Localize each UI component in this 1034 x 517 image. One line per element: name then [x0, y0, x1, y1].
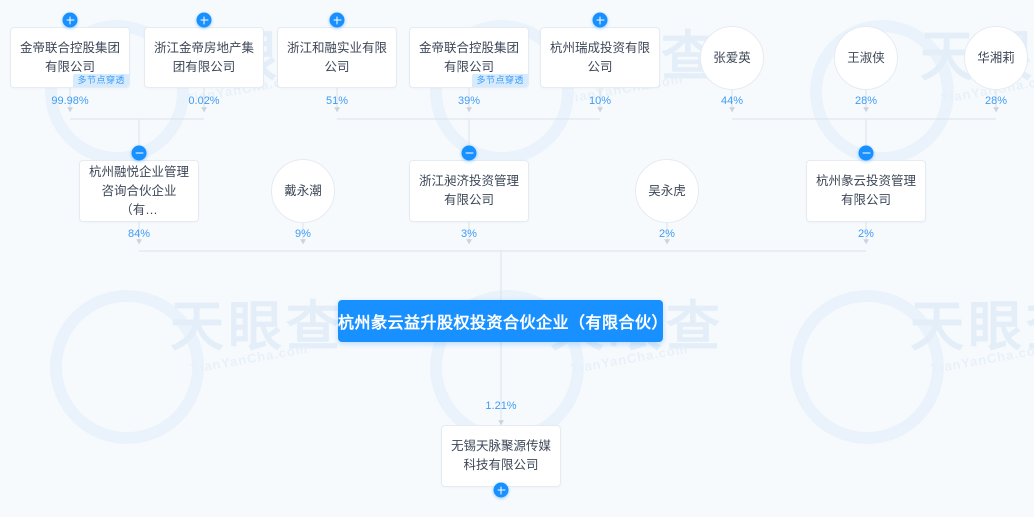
edge-percent-label: 44%: [720, 95, 744, 107]
node-center-company[interactable]: 杭州彖云益升股权投资合伙企业（有限合伙）: [338, 300, 669, 342]
node-company-card[interactable]: 浙江和融实业有限公司: [277, 27, 397, 88]
edge-percent-label: 28%: [854, 95, 878, 107]
node-label: 王淑侠: [847, 51, 885, 65]
expand-toggle-plus-icon[interactable]: [196, 12, 212, 28]
collapse-toggle-minus-icon[interactable]: [461, 145, 477, 161]
node-person-circle[interactable]: 吴永虎: [635, 159, 699, 223]
collapse-toggle-minus-icon[interactable]: [858, 145, 874, 161]
node-label: 金帝联合控股集团有限公司: [19, 40, 120, 74]
edge-percent-label: 84%: [127, 228, 151, 240]
status-badge: 多节点穿透: [472, 74, 528, 87]
node-label: 张爱英: [713, 51, 751, 65]
node-label: 杭州彖云益升股权投资合伙企业（有限合伙）: [338, 315, 669, 332]
node-label: 吴永虎: [648, 184, 686, 198]
node-person-circle[interactable]: 王淑侠: [834, 26, 898, 90]
node-label: 戴永潮: [284, 184, 322, 198]
node-label: 浙江昶济投资管理有限公司: [418, 174, 519, 207]
node-label: 华湘莉: [977, 51, 1015, 65]
status-badge: 多节点穿透: [73, 74, 129, 87]
node-label: 金帝联合控股集团有限公司: [418, 40, 519, 74]
node-label: 杭州融悦企业管理咨询合伙企业（有…: [88, 164, 189, 217]
node-person-circle[interactable]: 华湘莉: [964, 26, 1028, 90]
node-company-card[interactable]: 金帝联合控股集团有限公司 多节点穿透: [10, 27, 130, 88]
watermark-brand: 天眼查 TianYanCha.com: [170, 297, 344, 376]
node-label: 浙江和融实业有限公司: [286, 40, 387, 74]
edge-percent-label: 2%: [858, 228, 874, 240]
node-label: 杭州瑞成投资有限公司: [549, 40, 650, 74]
node-person-circle[interactable]: 张爱英: [700, 26, 764, 90]
edge-percent-label: 39%: [457, 95, 481, 107]
node-company-card[interactable]: 杭州融悦企业管理咨询合伙企业（有…: [79, 160, 199, 222]
edge-percent-label: 2%: [659, 228, 675, 240]
watermark-ring: [790, 290, 944, 444]
collapse-toggle-minus-icon[interactable]: [131, 145, 147, 161]
watermark-brand-en: TianYanCha.com: [189, 340, 310, 377]
node-person-circle[interactable]: 戴永潮: [271, 159, 335, 223]
watermark-brand-cn: 天眼查: [910, 297, 1034, 357]
node-label: 杭州彖云投资管理有限公司: [815, 174, 916, 207]
node-company-card[interactable]: 杭州彖云投资管理有限公司: [806, 160, 926, 222]
expand-toggle-plus-icon[interactable]: [329, 12, 345, 28]
edge-percent-label: 28%: [984, 95, 1008, 107]
node-company-card[interactable]: 杭州瑞成投资有限公司: [540, 27, 660, 88]
edge-percent-label: 99.98%: [51, 95, 89, 107]
watermark-brand: 天眼查 TianYanCha.com: [910, 297, 1034, 376]
node-company-card[interactable]: 浙江昶济投资管理有限公司: [409, 160, 529, 222]
expand-toggle-plus-icon[interactable]: [62, 12, 78, 28]
edge-percent-label: 1.21%: [485, 400, 517, 412]
edge-percent-label: 9%: [295, 228, 311, 240]
node-company-card[interactable]: 金帝联合控股集团有限公司 多节点穿透: [409, 27, 529, 88]
edge-percent-label: 0.02%: [188, 95, 220, 107]
node-label: 无锡天脉聚源传媒科技有限公司: [450, 439, 551, 472]
node-company-card[interactable]: 浙江金帝房地产集团有限公司: [144, 27, 264, 88]
watermark-brand-en: TianYanCha.com: [929, 340, 1034, 377]
watermark-ring: [50, 290, 204, 444]
expand-toggle-plus-icon[interactable]: [493, 482, 509, 498]
watermark-brand-cn: 天眼查: [170, 297, 344, 357]
edge-percent-label: 3%: [461, 228, 477, 240]
expand-toggle-plus-icon[interactable]: [592, 12, 608, 28]
edge-percent-label: 51%: [325, 95, 349, 107]
node-company-card[interactable]: 无锡天脉聚源传媒科技有限公司: [441, 425, 561, 487]
node-label: 浙江金帝房地产集团有限公司: [153, 40, 254, 74]
edge-percent-label: 10%: [588, 95, 612, 107]
